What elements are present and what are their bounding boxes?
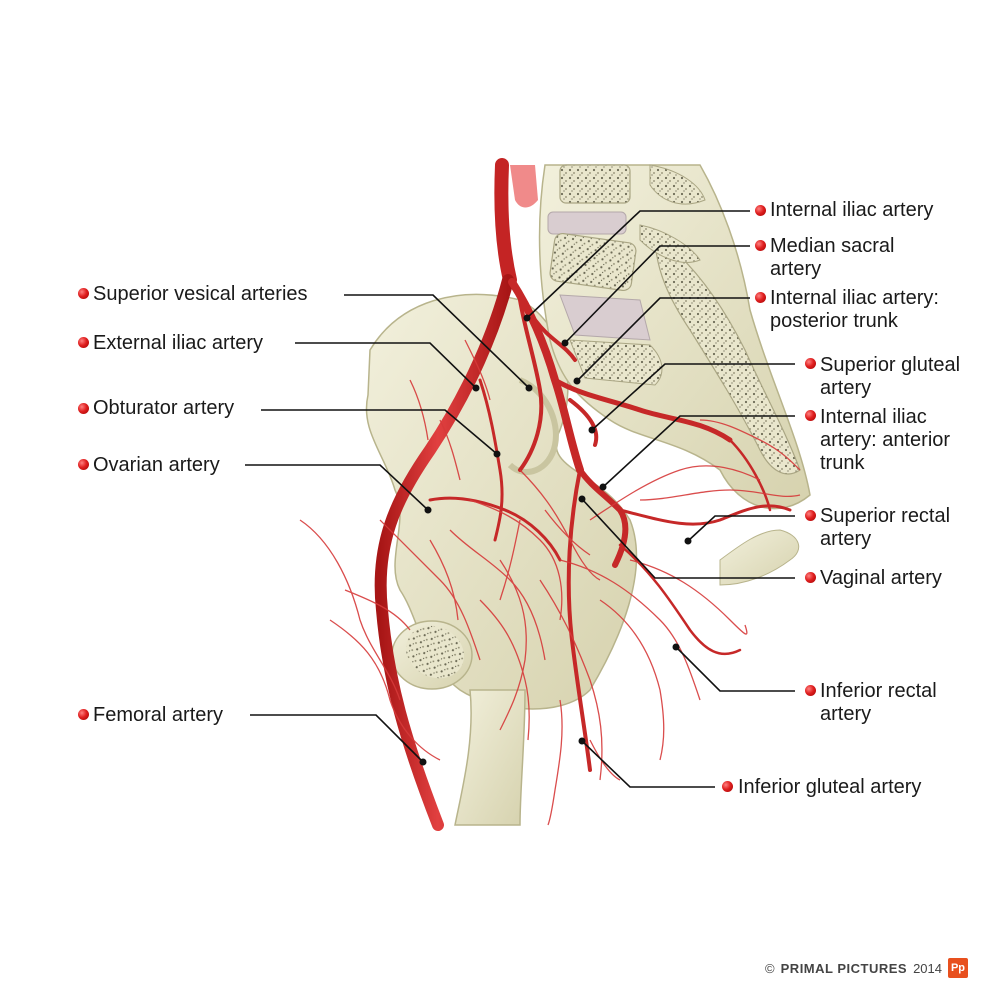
label-inferior-rectal-artery[interactable]: Inferior rectal artery [820, 680, 937, 726]
label-marker-icon[interactable] [805, 685, 816, 696]
label-line: artery [770, 258, 822, 280]
label-marker-icon[interactable] [78, 288, 89, 299]
label-line: artery [820, 703, 872, 725]
label-line: Inferior rectal [820, 680, 937, 702]
label-superior-gluteal-artery[interactable]: Superior gluteal artery [820, 354, 960, 400]
label-marker-icon[interactable] [78, 709, 89, 720]
label-marker-icon[interactable] [78, 337, 89, 348]
label-obturator-artery[interactable]: Obturator artery [93, 397, 235, 419]
copyright-symbol: © [765, 960, 775, 976]
label-vaginal-artery[interactable]: Vaginal artery [820, 567, 942, 589]
label-line: Superior gluteal [820, 354, 961, 376]
label-line: Internal iliac artery: [770, 287, 939, 309]
label-marker-icon[interactable] [722, 781, 733, 792]
label-external-iliac-artery[interactable]: External iliac artery [93, 332, 264, 354]
label-superior-rectal-artery[interactable]: Superior rectal artery [820, 505, 950, 551]
label-anterior-trunk[interactable]: Internal iliac artery: anterior trunk [820, 406, 950, 475]
leader-endpoints [419, 314, 692, 766]
label-line: Internal iliac [820, 406, 927, 428]
label-line: artery [820, 377, 872, 399]
label-line: Superior rectal [820, 505, 951, 527]
label-marker-icon[interactable] [805, 510, 816, 521]
copyright-footer: © PRIMAL PICTURES 2014 Pp [765, 958, 968, 978]
label-marker-icon[interactable] [755, 292, 766, 303]
label-marker-icon[interactable] [755, 240, 766, 251]
label-line: trunk [820, 452, 865, 474]
label-internal-iliac-artery[interactable]: Internal iliac artery [770, 199, 934, 221]
label-posterior-trunk[interactable]: Internal iliac artery: posterior trunk [770, 287, 939, 333]
leader-lines [245, 210, 795, 788]
label-marker-icon[interactable] [805, 358, 816, 369]
copyright-year: 2014 [913, 960, 942, 976]
label-median-sacral-artery[interactable]: Median sacral artery [770, 235, 895, 281]
label-line: artery: anterior [820, 429, 951, 451]
label-marker-icon[interactable] [78, 459, 89, 470]
label-inferior-gluteal-artery[interactable]: Inferior gluteal artery [738, 776, 922, 798]
arterial-network [299, 339, 801, 826]
primal-pictures-logo-icon: Pp [948, 958, 968, 978]
label-marker-icon[interactable] [805, 410, 816, 421]
psoas-muscle [510, 165, 538, 208]
femur [391, 620, 526, 826]
label-marker-icon[interactable] [78, 403, 89, 414]
label-line: artery [820, 528, 872, 550]
arteries [374, 158, 792, 831]
label-femoral-artery[interactable]: Femoral artery [93, 704, 224, 726]
label-line: posterior trunk [770, 310, 898, 332]
label-marker-icon[interactable] [755, 205, 766, 216]
label-superior-vesical-arteries[interactable]: Superior vesical arteries [93, 283, 308, 305]
label-line: Median sacral [770, 235, 895, 257]
brand-name: PRIMAL PICTURES [780, 960, 908, 976]
label-marker-icon[interactable] [805, 572, 816, 583]
label-ovarian-artery[interactable]: Ovarian artery [93, 454, 220, 476]
